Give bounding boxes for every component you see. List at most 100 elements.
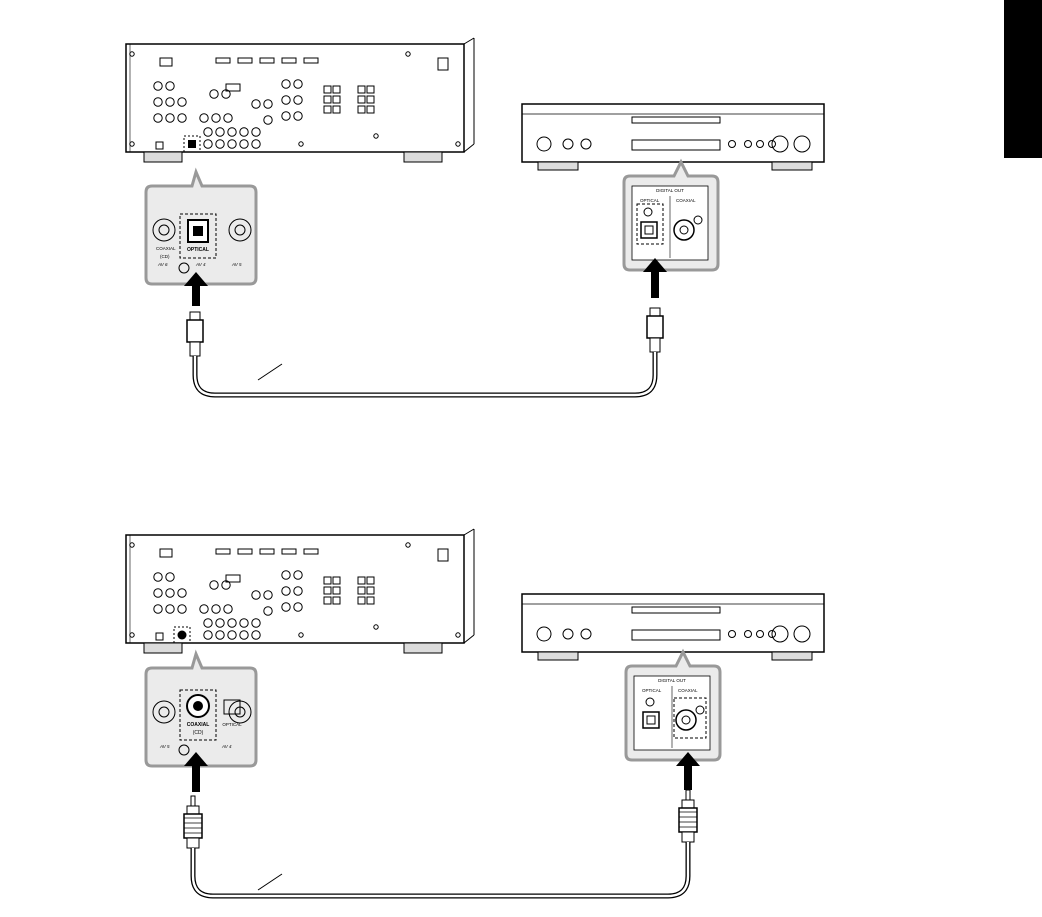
rca-jack [165, 81, 175, 91]
rca-jack [203, 139, 213, 149]
speaker-terminal [332, 586, 341, 595]
rca-jack [152, 218, 176, 242]
speaker-terminal [357, 85, 366, 94]
speaker-terminal [332, 596, 341, 605]
rca-jack [293, 586, 303, 596]
front-knob [536, 136, 552, 152]
front-button [744, 140, 752, 148]
highlight-box [183, 135, 201, 153]
rca-jack [199, 604, 209, 614]
rca-jack [281, 79, 291, 89]
receiver-body [125, 43, 465, 153]
rca-jack [177, 604, 187, 614]
power-inlet [437, 57, 449, 71]
optical-port-core [644, 225, 654, 235]
speaker-terminal [366, 596, 375, 605]
av-label: AV 6 [157, 262, 168, 267]
small-port [155, 632, 164, 641]
screw [643, 207, 653, 217]
player-body [521, 593, 825, 653]
av-label: AV 5 [159, 744, 170, 749]
panel-screw [129, 632, 135, 638]
panel-screw [455, 141, 461, 147]
screw [178, 262, 190, 274]
optical-jack [188, 140, 196, 148]
speaker-terminal [332, 95, 341, 104]
rca-jack [263, 99, 273, 109]
front-button [744, 630, 752, 638]
rca-jack [153, 113, 163, 123]
screw [693, 215, 703, 225]
cd-label: (CD) [193, 730, 204, 736]
optical-port [642, 711, 660, 729]
insert-arrow-head [184, 272, 208, 286]
hdmi-port [237, 548, 253, 555]
speaker-terminal [323, 95, 332, 104]
rca-jack [281, 602, 291, 612]
coaxial-label: COAXIAL [678, 688, 698, 693]
speaker-terminal [332, 576, 341, 585]
panel-screw [298, 141, 304, 147]
receiver-foot [143, 151, 183, 163]
volume-knob [793, 625, 811, 643]
insert-arrow [192, 764, 200, 792]
panel-screw [373, 624, 379, 630]
rca-jack [177, 588, 187, 598]
volume-knob [771, 135, 789, 153]
rca-jack [177, 113, 187, 123]
hdmi-port [281, 57, 297, 64]
insert-arrow [192, 284, 200, 306]
panel-screw [129, 51, 135, 57]
coaxial-cable-core [191, 842, 690, 898]
hdmi-port [259, 548, 275, 555]
rca-jack [251, 618, 261, 628]
optical-cable-core [193, 352, 657, 397]
insert-arrow-head [676, 752, 700, 766]
plug-shell [186, 805, 200, 815]
rca-jack [165, 572, 175, 582]
label-block [225, 574, 241, 583]
display-window [631, 629, 721, 641]
receiver-edge [463, 528, 475, 536]
rca-jack [211, 604, 221, 614]
front-button [728, 140, 736, 148]
speaker-terminal [366, 576, 375, 585]
rca-jack [227, 618, 237, 628]
speaker-terminal [357, 105, 366, 114]
optical-port-core [646, 715, 656, 725]
player-body [521, 103, 825, 163]
front-knob [580, 628, 592, 640]
power-inlet [437, 548, 449, 562]
rca-jack [209, 89, 219, 99]
optical-plug [646, 307, 664, 353]
player-foot [771, 651, 813, 661]
rca-jack [239, 139, 249, 149]
screw [178, 744, 190, 756]
player-foot [771, 161, 813, 171]
panel-screw [405, 51, 411, 57]
speaker-terminal [323, 596, 332, 605]
rca-jack [251, 99, 261, 109]
rca-jack [215, 139, 225, 149]
plug-boot [186, 837, 200, 849]
panel-screw [373, 133, 379, 139]
av-label: AV 4 [221, 744, 232, 749]
speaker-terminal [332, 105, 341, 114]
panel-screw [405, 542, 411, 548]
rca-jack [153, 97, 163, 107]
panel-screw [129, 542, 135, 548]
volume-knob [771, 625, 789, 643]
receiver-edge [463, 143, 475, 153]
optical-label: OPTICAL [642, 688, 662, 693]
rca-plug [183, 795, 203, 849]
rca-jack [215, 618, 225, 628]
cd-player [521, 103, 825, 171]
rca-jack [227, 630, 237, 640]
av-receiver [125, 37, 475, 163]
cable-leader [257, 873, 283, 891]
plug-pin [190, 795, 196, 807]
